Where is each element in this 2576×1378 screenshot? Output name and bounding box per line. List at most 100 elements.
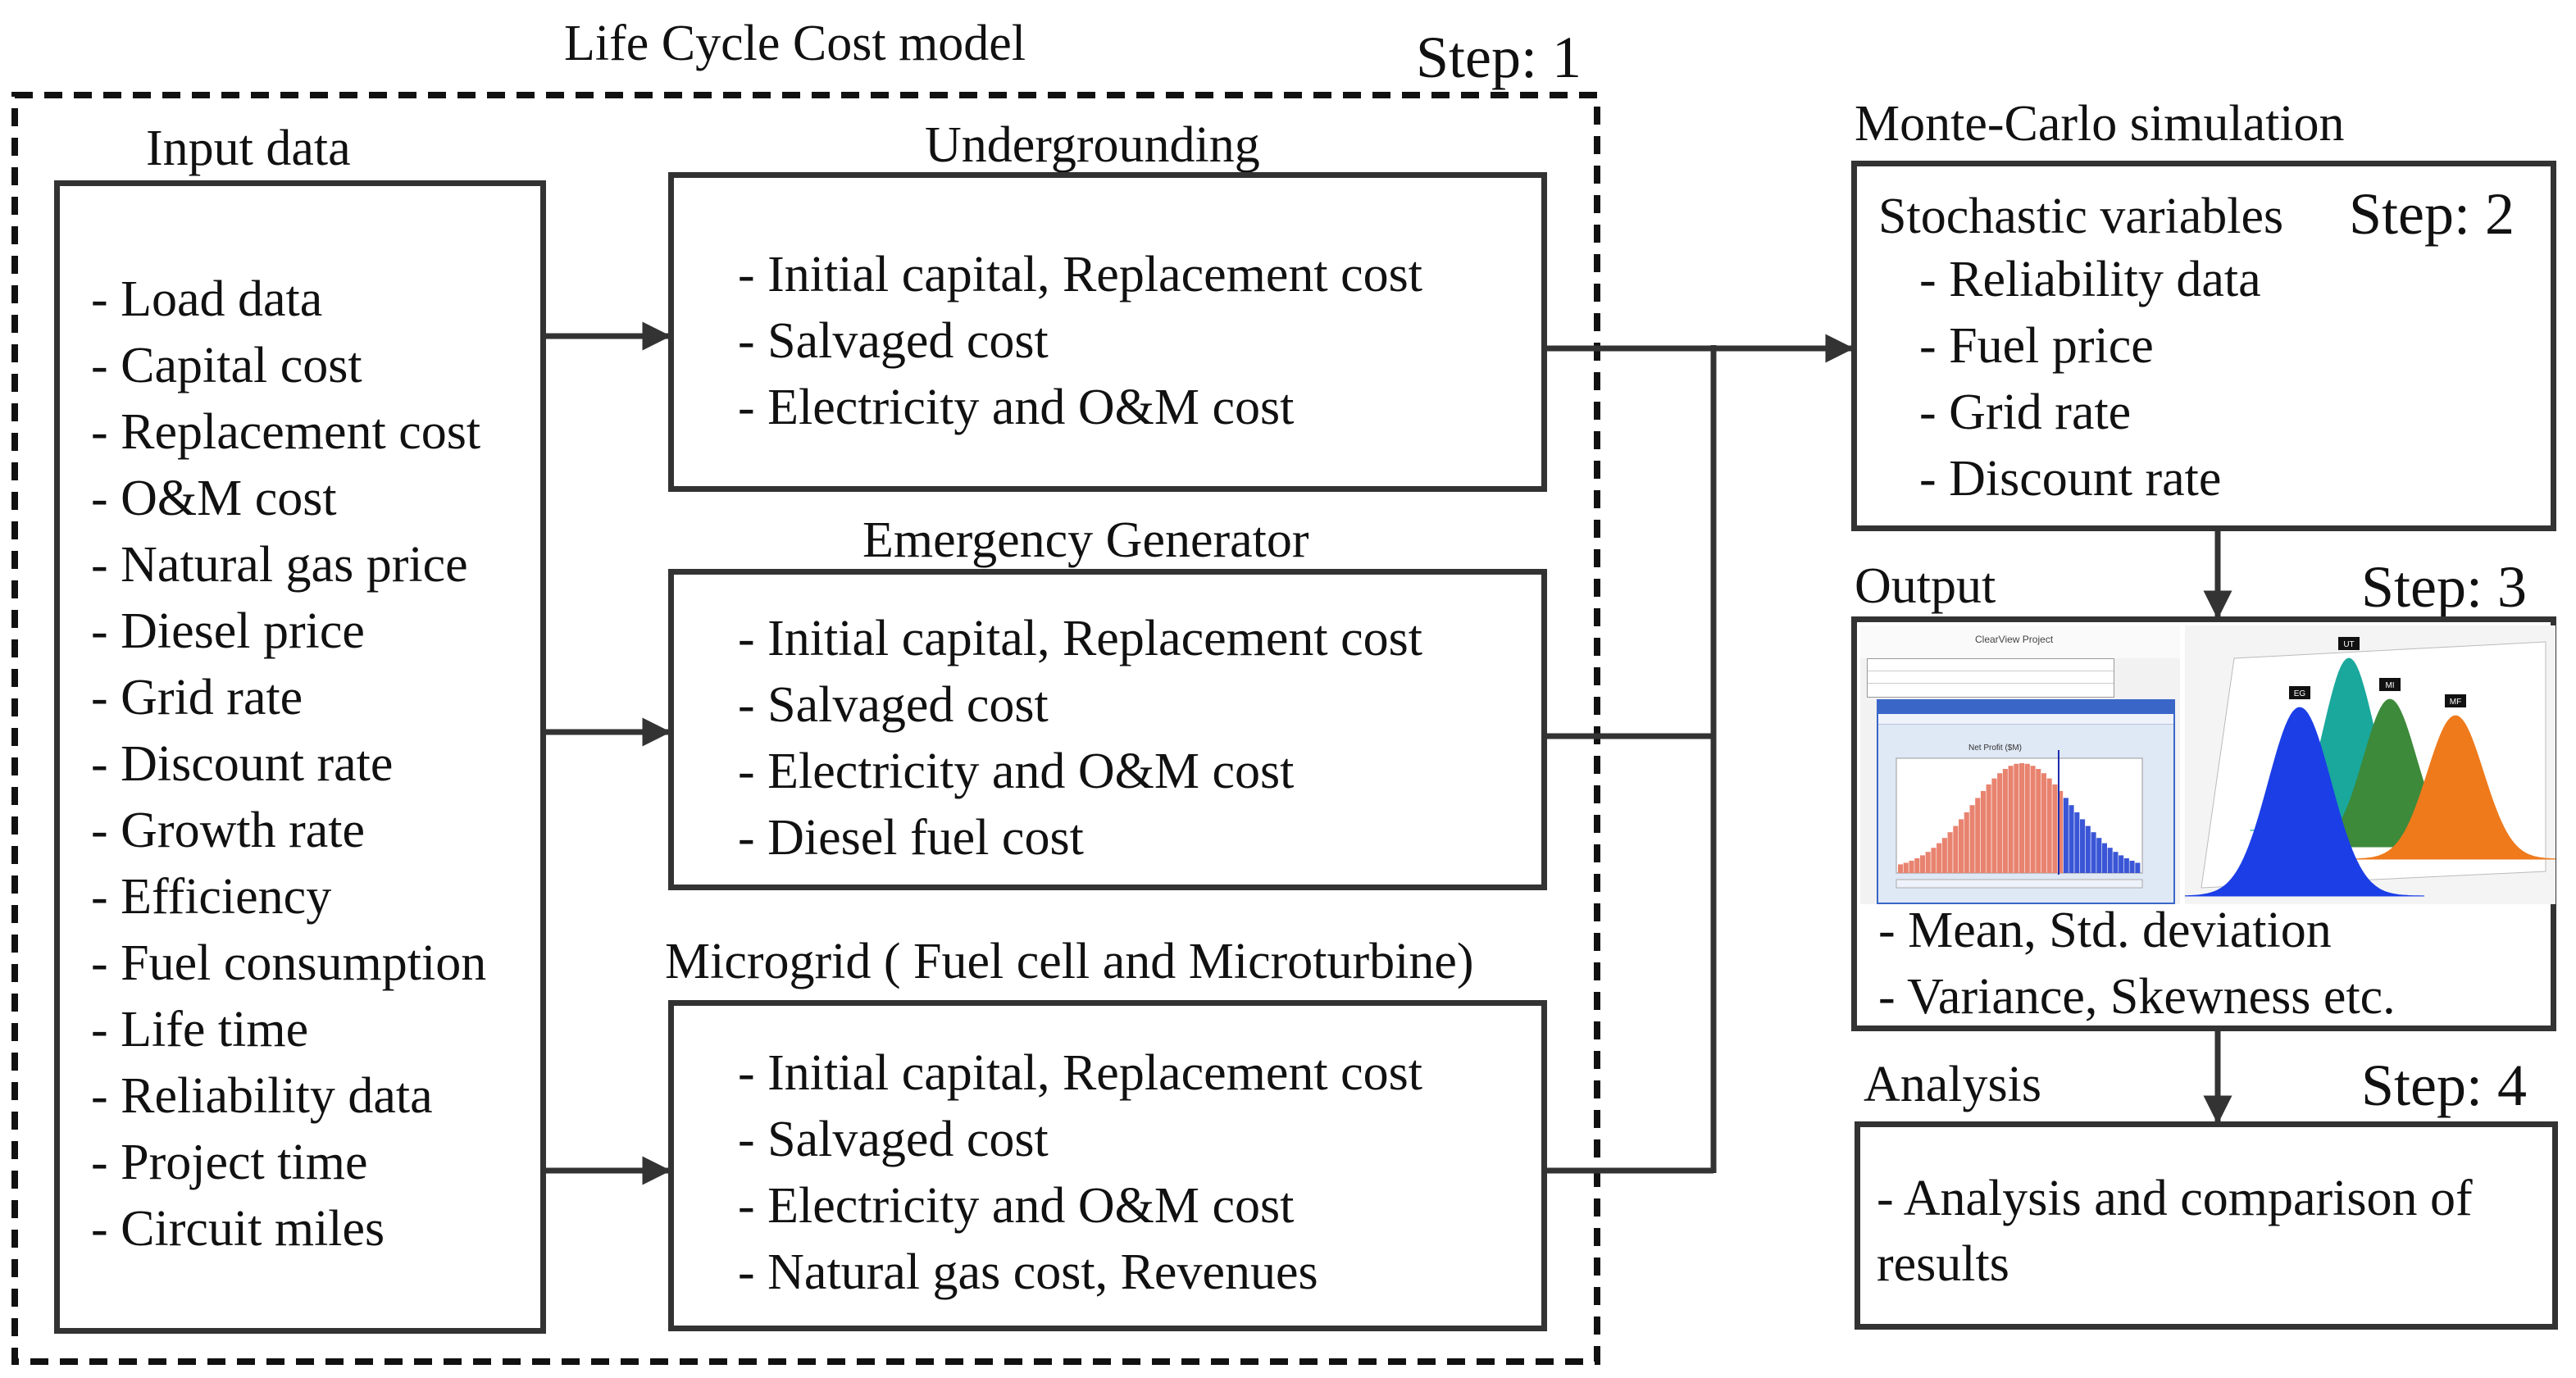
- stochastic-item: - Fuel price: [1919, 318, 2154, 374]
- histogram-bar: [2085, 825, 2091, 873]
- histogram-bar: [2135, 862, 2141, 873]
- histogram-bar: [2046, 778, 2052, 873]
- histogram-bar: [2080, 819, 2086, 873]
- lcc-title: Life Cycle Cost model: [564, 16, 1026, 71]
- output-item: - Mean, Std. deviation: [1878, 903, 2332, 958]
- analysis-text-line1: - Analysis and comparison of: [1877, 1171, 2473, 1226]
- emergency-generator-item: - Salvaged cost: [738, 677, 1049, 733]
- spreadsheet-strip: [1867, 658, 2114, 698]
- stochastic-item: - Reliability data: [1919, 252, 2261, 307]
- input-item: - Replacement cost: [91, 404, 481, 460]
- histogram-bar: [1898, 864, 1904, 873]
- histogram-bar: [1914, 858, 1920, 873]
- histogram-bar: [2123, 858, 2129, 873]
- curve-tag-label: UT: [2343, 640, 2354, 649]
- histogram-bar: [2019, 763, 2025, 873]
- histogram-bar: [2063, 798, 2069, 873]
- input-item: - Discount rate: [91, 736, 394, 792]
- histogram-bar: [2030, 766, 2036, 873]
- undergrounding-list: - Initial capital, Replacement cost - Sa…: [738, 242, 1422, 441]
- undergrounding-item: - Initial capital, Replacement cost: [738, 247, 1422, 302]
- curve-tag-background: [2445, 694, 2466, 707]
- histogram-bar: [2036, 769, 2041, 873]
- microgrid-item: - Natural gas cost, Revenues: [738, 1244, 1318, 1300]
- undergrounding-item: - Electricity and O&M cost: [738, 380, 1295, 435]
- undergrounding-title: Undergrounding: [925, 117, 1260, 173]
- histogram-bar: [1964, 812, 1969, 873]
- histogram-bar: [1947, 832, 1953, 873]
- output-list: - Mean, Std. deviation - Variance, Skewn…: [1878, 898, 2396, 1030]
- histogram-bar: [2107, 848, 2113, 873]
- step-3-label: Step: 3: [2361, 554, 2528, 620]
- microgrid-title: Microgrid ( Fuel cell and Microturbine): [665, 934, 1474, 989]
- histogram-bar: [1980, 790, 1986, 873]
- histogram-bar: [1941, 838, 1947, 873]
- emergency-generator-item: - Diesel fuel cost: [738, 810, 1084, 866]
- analysis-box: - Analysis and comparison of results: [1855, 1121, 2558, 1330]
- monte-carlo-box: Stochastic variables Step: 2 - Reliabili…: [1851, 161, 2556, 531]
- histogram-bar: [1919, 855, 1925, 873]
- curve-tag-background: [2379, 678, 2401, 691]
- step-4-label: Step: 4: [2361, 1053, 2528, 1118]
- histogram-bar: [2008, 766, 2014, 873]
- stochastic-item: - Discount rate: [1919, 451, 2222, 507]
- microgrid-item: - Electricity and O&M cost: [738, 1178, 1295, 1234]
- emergency-generator-list: - Initial capital, Replacement cost - Sa…: [738, 606, 1422, 871]
- stochastic-variables-heading: Stochastic variables: [1878, 189, 2284, 244]
- histogram-bar: [1959, 819, 1964, 873]
- input-item: - Growth rate: [91, 803, 365, 858]
- histogram-bar: [2129, 861, 2135, 873]
- emergency-generator-item: - Initial capital, Replacement cost: [738, 611, 1422, 666]
- microgrid-item: - Initial capital, Replacement cost: [738, 1045, 1422, 1101]
- microgrid-box: - Initial capital, Replacement cost - Sa…: [668, 1000, 1547, 1331]
- input-data-box: - Load data - Capital cost - Replacement…: [54, 180, 546, 1334]
- histogram-bar: [1925, 852, 1931, 873]
- input-item: - Capital cost: [91, 338, 362, 393]
- histogram-bar: [2074, 812, 2080, 873]
- analysis-title: Analysis: [1864, 1057, 2041, 1112]
- forecast-window: Net Profit ($M): [1877, 699, 2175, 904]
- undergrounding-box: - Initial capital, Replacement cost - Sa…: [668, 172, 1547, 492]
- histogram-bar: [2052, 784, 2058, 873]
- curve-tag-label: EG: [2294, 689, 2306, 698]
- input-item: - Fuel consumption: [91, 935, 487, 991]
- curve-tag-background: [2338, 637, 2360, 650]
- curve-tag-label: MI: [2385, 681, 2394, 690]
- output-item: - Variance, Skewness etc.: [1878, 969, 2396, 1025]
- histogram-bar: [1937, 843, 1942, 873]
- input-item: - O&M cost: [91, 471, 337, 526]
- histogram-bar: [1953, 825, 1959, 873]
- histogram-bar: [1969, 805, 1975, 873]
- input-item: - Efficiency: [91, 869, 332, 925]
- histogram-bar: [2014, 763, 2019, 873]
- undergrounding-item: - Salvaged cost: [738, 313, 1049, 369]
- input-item: - Life time: [91, 1002, 309, 1057]
- lcc-dashed-frame: [11, 92, 1600, 1365]
- emergency-generator-title: Emergency Generator: [862, 512, 1309, 568]
- emergency-generator-item: - Electricity and O&M cost: [738, 744, 1295, 799]
- histogram-bar: [1991, 778, 1997, 873]
- histogram-bar: [1909, 861, 1914, 873]
- histogram-bar: [1975, 798, 1981, 873]
- histogram-bar: [2069, 805, 2074, 873]
- input-data-list: - Load data - Capital cost - Replacement…: [91, 266, 486, 1262]
- histogram-bar: [2119, 855, 2124, 873]
- histogram-bar: [1986, 784, 1991, 873]
- histogram-bar: [2113, 852, 2119, 873]
- input-item: - Load data: [91, 271, 323, 327]
- histogram-bar: [2096, 838, 2102, 873]
- stochastic-variables-list: - Reliability data - Fuel price - Grid r…: [1919, 247, 2261, 512]
- input-item: - Project time: [91, 1135, 368, 1190]
- forecast-chart-title: Net Profit ($M): [1968, 744, 2023, 753]
- input-item: - Natural gas price: [91, 537, 468, 593]
- histogram-bar: [2041, 773, 2046, 873]
- microgrid-item: - Salvaged cost: [738, 1112, 1049, 1167]
- distribution-curve: [2185, 707, 2425, 897]
- step-2-label: Step: 2: [2349, 181, 2515, 247]
- histogram-bar: [1997, 773, 2003, 873]
- input-data-heading: Input data: [146, 121, 351, 176]
